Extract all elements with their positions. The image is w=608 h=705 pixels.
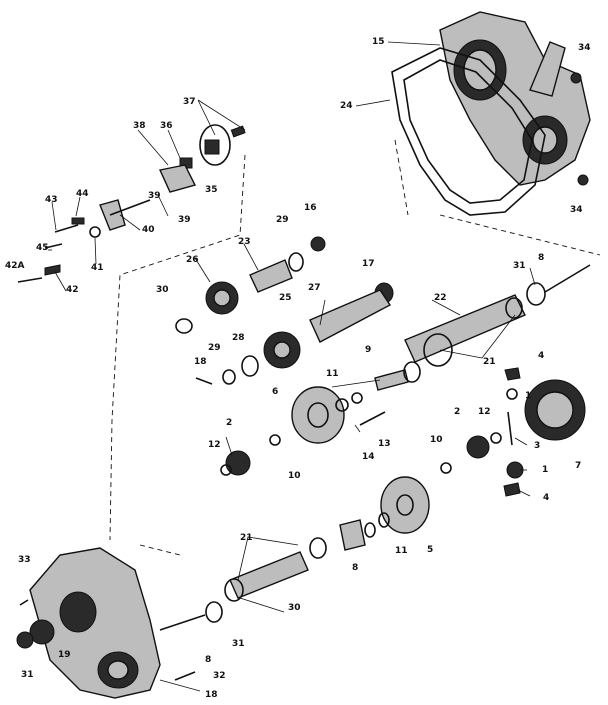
housing-gasket [391,47,546,216]
part-label-28: 28 [232,333,245,343]
part-label-31: 31 [21,670,34,680]
part-label-27: 27 [308,283,321,293]
part-label-29: 29 [208,343,221,353]
part-label-9: 9 [365,345,371,355]
leader-lines [48,41,536,692]
shift-lever-assembly [17,124,246,283]
part-label-18: 18 [205,690,218,700]
part-label-2: 2 [454,407,460,417]
part-label-21: 21 [483,357,496,367]
part-label-22: 22 [434,293,447,303]
part-label-42a: 42A [5,261,25,271]
part-label-40: 40 [142,225,155,235]
part-label-11: 11 [395,546,408,556]
part-label-17: 17 [362,259,375,269]
part-label-34: 34 [578,43,591,53]
part-label-15: 15 [372,37,385,47]
nut-34-top [570,72,582,84]
part-label-35: 35 [205,185,218,195]
part-label-5: 5 [427,545,433,555]
part-label-25: 25 [279,293,292,303]
part-label-31: 31 [232,639,245,649]
part-label-29: 29 [276,215,289,225]
nut-34-lower [577,174,589,186]
lower-housing [16,547,161,699]
part-label-7: 7 [575,461,581,471]
part-label-12: 12 [208,440,221,450]
part-label-1: 1 [525,391,531,401]
part-label-8: 8 [352,563,358,573]
part-label-45: 45 [36,243,49,253]
part-label-37: 37 [183,97,196,107]
part-label-6: 6 [272,387,278,397]
part-label-11: 11 [326,369,339,379]
part-label-18: 18 [194,357,207,367]
assembly-guide-lines [89,139,601,586]
gear-train [159,236,591,681]
part-label-23: 23 [238,237,251,247]
part-label-8: 8 [205,655,211,665]
part-label-16: 16 [304,203,317,213]
part-label-1: 1 [542,465,548,475]
part-label-21: 21 [240,533,253,543]
part-label-36: 36 [160,121,173,131]
part-label-12: 12 [478,407,491,417]
part-label-30: 30 [288,603,301,613]
part-label-31: 31 [513,261,526,271]
part-label-4: 4 [543,493,549,503]
part-label-19: 19 [58,650,71,660]
part-label-13: 13 [378,439,391,449]
part-label-43: 43 [45,195,58,205]
part-label-33: 33 [18,555,31,565]
part-label-41: 41 [91,263,104,273]
part-label-38: 38 [133,121,146,131]
part-label-34: 34 [570,205,583,215]
part-label-32: 32 [213,671,226,681]
part-label-10: 10 [288,471,301,481]
part-label-10: 10 [430,435,443,445]
part-label-44: 44 [76,189,89,199]
part-label-30: 30 [156,285,169,295]
part-label-2: 2 [226,418,232,428]
part-label-3: 3 [534,441,540,451]
part-label-39: 39 [178,215,191,225]
part-label-39: 39 [148,191,161,201]
gear-housing [439,11,591,186]
part-label-24: 24 [340,101,353,111]
part-label-14: 14 [362,452,375,462]
part-label-8: 8 [538,253,544,263]
part-label-4: 4 [538,351,544,361]
part-label-42: 42 [66,285,79,295]
part-label-26: 26 [186,255,199,265]
